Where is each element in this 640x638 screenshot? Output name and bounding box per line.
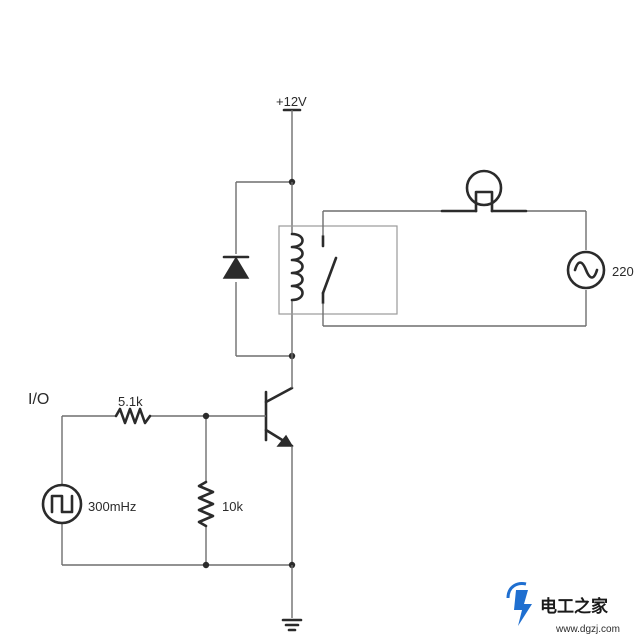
junction-node <box>202 561 210 569</box>
pulldown-resistor <box>197 480 215 528</box>
watermark-name: 电工之家 <box>540 596 608 617</box>
series-resistor-label: 5.1k <box>118 394 143 409</box>
relay-switch <box>321 234 338 305</box>
pulldown-resistor-label: 10k <box>222 499 243 514</box>
flyback-diode-branch <box>235 181 292 357</box>
lamp-bulb <box>440 169 528 213</box>
site-watermark: 电工之家 www.dgzj.com <box>506 582 620 635</box>
ground-symbol <box>281 565 303 632</box>
npn-transistor <box>264 386 294 448</box>
logo-icon <box>506 582 532 626</box>
relay-coil <box>290 232 304 302</box>
io-label: I/O <box>28 391 49 408</box>
diode-symbol <box>222 255 250 279</box>
source-frequency-label: 300mHz <box>88 499 136 514</box>
supply-terminal <box>282 108 302 182</box>
supply-label: +12V <box>276 94 307 109</box>
load-circuit-wires <box>322 210 587 327</box>
ac-source <box>566 250 606 290</box>
series-resistor <box>114 407 152 425</box>
junction-node <box>202 412 210 420</box>
input-wires <box>61 415 292 566</box>
relay-housing <box>278 225 398 315</box>
ac-voltage-label: 220 <box>612 264 634 279</box>
transistor-wires <box>206 356 293 565</box>
watermark-url: www.dgzj.com <box>555 624 620 635</box>
square-wave-source <box>41 483 83 525</box>
